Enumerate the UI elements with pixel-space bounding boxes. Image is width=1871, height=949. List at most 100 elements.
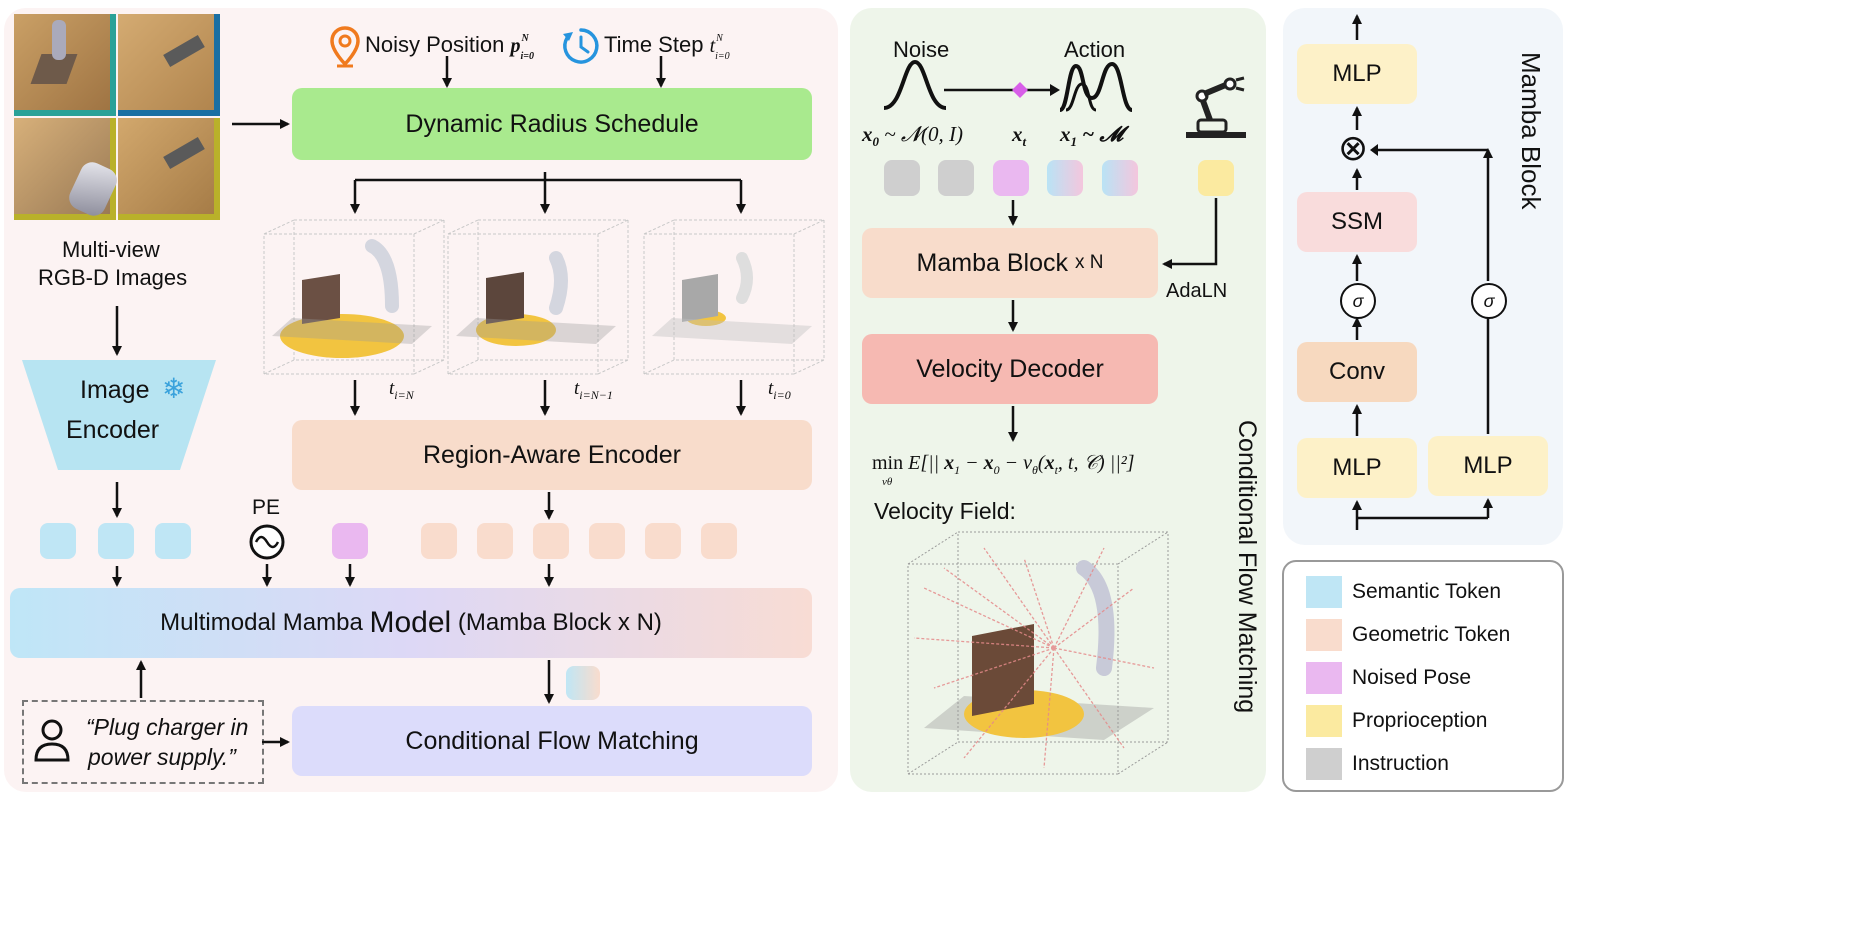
geometric-token-5 xyxy=(645,523,681,559)
region-aware-encoder-label: Region-Aware Encoder xyxy=(422,440,682,469)
t-label-1: ti=N xyxy=(389,378,414,402)
objective-body: E[|| x1 − x0 − vθ(xt, t, 𝒞) ||²] xyxy=(908,452,1135,477)
mamba-block-vertical-title: Mamba Block xyxy=(1516,52,1546,210)
xt-formula: xt xyxy=(1012,122,1027,150)
mlp-left-box: MLP xyxy=(1297,438,1417,498)
semantic-token-3 xyxy=(155,523,191,559)
dynamic-radius-schedule-label: Dynamic Radius Schedule xyxy=(405,109,699,138)
noised-pose-token-mid xyxy=(993,160,1029,196)
point-cloud-cube-2 xyxy=(447,219,629,375)
cfm-input-token xyxy=(566,666,600,700)
mamba-block-box: Mamba Block x N xyxy=(862,228,1158,298)
sigma-right-label: σ xyxy=(1483,290,1495,311)
mamba-block-label: Mamba Block xyxy=(916,248,1068,277)
ssm-box: SSM xyxy=(1297,192,1417,252)
x0-formula: x0 ~ 𝓝(0, I) xyxy=(862,122,963,150)
cfm-vertical-title: Conditional Flow Matching xyxy=(1233,420,1261,714)
velocity-field-label: Velocity Field: xyxy=(874,498,1016,524)
noise-to-action-arrow xyxy=(944,82,1060,98)
image-encoder-line2: Encoder xyxy=(66,416,160,444)
legend-swatch-proprio xyxy=(1306,705,1342,737)
noised-pose-token xyxy=(332,523,368,559)
mixed-token-2 xyxy=(1102,160,1138,196)
point-cloud-cube-3 xyxy=(643,219,825,375)
adaln-label: AdaLN xyxy=(1166,280,1228,302)
objective-sub: vθ xyxy=(882,476,893,488)
mixed-token-1 xyxy=(1047,160,1083,196)
conditional-flow-matching-label: Conditional Flow Matching xyxy=(405,726,699,755)
velocity-decoder-box: Velocity Decoder xyxy=(862,334,1158,404)
sigma-left-label: σ xyxy=(1352,290,1364,311)
multimodal-prefix: Multimodal Mamba xyxy=(160,609,370,636)
velocity-field-cube xyxy=(907,531,1169,775)
action-distribution-curve xyxy=(1058,61,1133,112)
legend-label-instruction: Instruction xyxy=(1352,752,1449,775)
instruction-token-2 xyxy=(938,160,974,196)
robot-arm-icon xyxy=(1186,76,1246,138)
location-pin-icon xyxy=(330,26,360,68)
legend-swatch-semantic xyxy=(1306,576,1342,608)
conditional-flow-matching-box: Conditional Flow Matching xyxy=(292,706,812,776)
t-label-3: ti=0 xyxy=(768,378,791,402)
mlp-right-box: MLP xyxy=(1428,436,1548,496)
region-aware-encoder-box: Region-Aware Encoder xyxy=(292,420,812,490)
semantic-token-1 xyxy=(40,523,76,559)
point-cloud-cube-1 xyxy=(263,219,445,375)
snowflake-icon: ❄ xyxy=(162,373,186,404)
multiply-node: ⊗ xyxy=(1338,127,1369,168)
person-icon xyxy=(34,719,70,762)
ssm-label: SSM xyxy=(1330,208,1383,235)
legend-label-semantic: Semantic Token xyxy=(1352,580,1502,603)
action-label: Action xyxy=(1064,37,1126,62)
proprioception-token xyxy=(1198,160,1234,196)
legend-swatch-instruction xyxy=(1306,748,1342,780)
legend-label-noised: Noised Pose xyxy=(1352,666,1472,689)
geometric-token-6 xyxy=(701,523,737,559)
legend-label-geometric: Geometric Token xyxy=(1352,623,1511,646)
legend-label-proprio: Proprioception xyxy=(1352,709,1488,732)
x1-formula: x1 ~ 𝓜 xyxy=(1060,122,1123,150)
mamba-block-suffix: x N xyxy=(1074,252,1104,273)
mlp-right-label: MLP xyxy=(1463,452,1513,479)
noisy-position-text: Noisy Position xyxy=(365,32,505,57)
pe-label: PE xyxy=(252,496,281,519)
geometric-token-4 xyxy=(589,523,625,559)
sigma-right-node: σ xyxy=(1471,283,1507,319)
multimodal-suffix: (Mamba Block x N) xyxy=(451,609,662,636)
mlp-top-box: MLP xyxy=(1297,44,1417,104)
geometric-token-1 xyxy=(421,523,457,559)
clock-icon xyxy=(563,28,599,64)
pe-wave-icon xyxy=(249,524,285,560)
noise-label: Noise xyxy=(893,37,950,62)
t-label-2: ti=N−1 xyxy=(574,378,613,402)
dynamic-radius-schedule-box: Dynamic Radius Schedule xyxy=(292,88,812,160)
view-image-2 xyxy=(118,14,220,116)
mlp-left-label: MLP xyxy=(1332,454,1382,481)
noise-distribution-curve xyxy=(883,59,947,110)
view-image-4 xyxy=(118,118,220,220)
semantic-token-2 xyxy=(98,523,134,559)
geometric-token-3 xyxy=(533,523,569,559)
image-encoder-shape xyxy=(22,360,216,470)
time-step-text: Time Step xyxy=(604,32,704,57)
conv-label: Conv xyxy=(1328,358,1386,385)
instruction-line2: power supply.” xyxy=(88,744,236,770)
multiview-label-line2: RGB-D Images xyxy=(38,265,188,290)
instruction-line1: “Plug charger in xyxy=(86,714,249,740)
mlp-top-label: MLP xyxy=(1332,60,1382,87)
multimodal-model-word: Model xyxy=(369,606,452,639)
instruction-token-1 xyxy=(884,160,920,196)
multiview-image-stack xyxy=(14,14,222,224)
multimodal-mamba-model-box: Multimodal Mamba Model (Mamba Block x N) xyxy=(10,588,812,658)
conv-box: Conv xyxy=(1297,342,1417,402)
view-arm-1 xyxy=(52,20,66,60)
multiview-label-line1: Multi-view xyxy=(62,237,160,262)
geometric-token-2 xyxy=(477,523,513,559)
image-encoder-line1: Image xyxy=(80,376,150,404)
legend-swatch-noised xyxy=(1306,662,1342,694)
velocity-decoder-label: Velocity Decoder xyxy=(916,354,1104,383)
